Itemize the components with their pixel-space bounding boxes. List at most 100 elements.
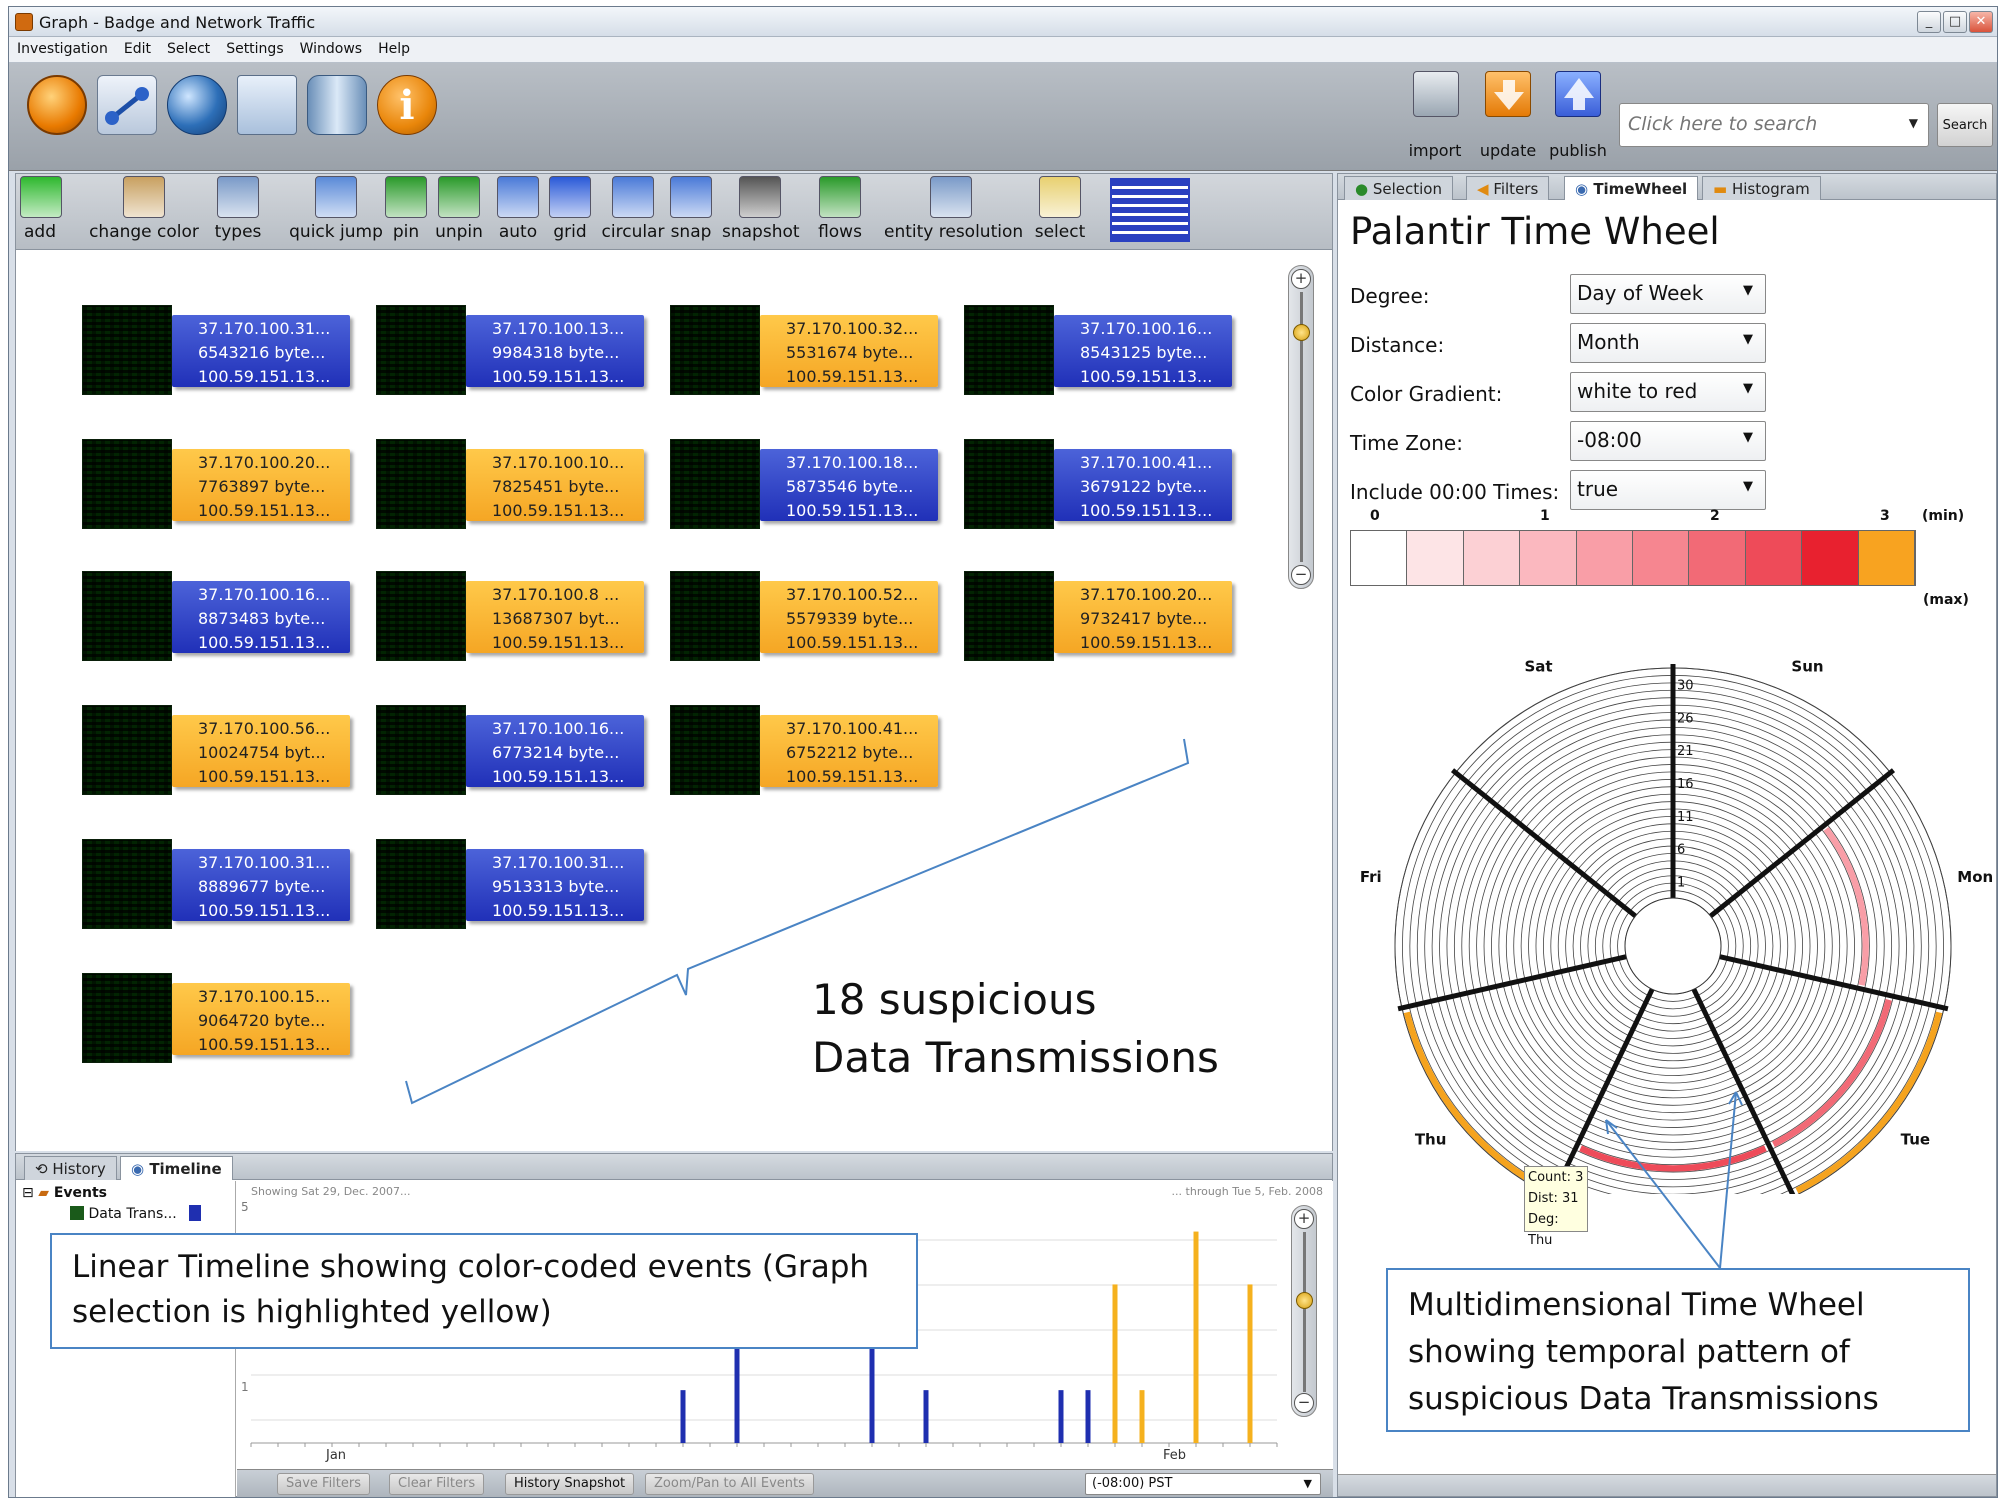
graph-node[interactable]: 37.170.100.31...6543216 byte...100.59.15… [82,305,350,395]
menu-windows[interactable]: Windows [299,41,363,57]
node-label: 37.170.100.31...9513313 byte...100.59.15… [466,849,644,921]
search-box: ▼ [1619,103,1929,147]
legend-cell [1745,531,1803,585]
database-icon[interactable] [307,75,367,135]
tool-add[interactable]: add [20,176,62,242]
wheel-day-divider [1550,988,1655,1194]
globe-icon[interactable] [167,75,227,135]
search-input[interactable] [1620,104,1890,144]
search-dropdown-arrow-icon[interactable]: ▼ [1908,116,1918,130]
menu-investigation[interactable]: Investigation [17,41,108,57]
graph-icon[interactable] [97,75,157,135]
prop-select[interactable]: true▼ [1570,470,1766,510]
graph-node[interactable]: 37.170.100.20...7763897 byte...100.59.15… [82,439,350,529]
collapse-icon[interactable]: ⊟ [22,1185,39,1201]
tool-types[interactable]: types [208,176,268,242]
graph-node[interactable]: 37.170.100.16...8543125 byte...100.59.15… [964,305,1232,395]
zoom-in-icon[interactable]: + [1291,269,1311,289]
maximize-button[interactable]: □ [1943,11,1967,33]
zoom-pan-all-events-button[interactable]: Zoom/Pan to All Events [645,1473,814,1495]
menu-settings[interactable]: Settings [226,41,284,57]
tool-snapshot[interactable]: snapshot [722,176,800,242]
history-snapshot-button[interactable]: History Snapshot [505,1473,635,1495]
wheel-radius-tick: 6 [1677,843,1685,858]
timeline-zoom-in-icon[interactable]: + [1294,1209,1314,1229]
save-filters-button[interactable]: Save Filters [277,1473,371,1495]
right-tab-bar: ● Selection ◀ Filters ◉ TimeWheel ▬ Hist… [1338,174,1996,200]
wheel-day-divider [1691,988,1796,1194]
graph-node[interactable]: 37.170.100.31...8889677 byte...100.59.15… [82,839,350,929]
tool-change-color[interactable]: change color [86,176,202,242]
minimize-button[interactable]: _ [1917,11,1941,33]
timeline-zoom-thumb[interactable] [1296,1292,1313,1309]
tool-circular[interactable]: circular [596,176,670,242]
graph-node[interactable]: 37.170.100.13...9984318 byte...100.59.15… [376,305,644,395]
wheel-event-arc [1403,1011,1551,1194]
graph-node[interactable]: 37.170.100.52...5579339 byte...100.59.15… [670,571,938,661]
tool-entity-resolution[interactable]: entity resolution [884,176,1023,242]
tool-grid[interactable]: grid [546,176,594,242]
graph-node[interactable]: 37.170.100.16...6773214 byte...100.59.15… [376,705,644,795]
tab-histogram[interactable]: ▬ Histogram [1702,176,1821,200]
publish-label[interactable]: publish [1549,141,1607,160]
prop-select[interactable]: white to red▼ [1570,372,1766,412]
palantir-logo-icon[interactable] [27,75,87,135]
publish-icon[interactable] [1555,71,1601,117]
tool-snap[interactable]: snap [666,176,716,242]
close-button[interactable]: ✕ [1969,11,1993,33]
tool-flows[interactable]: flows [812,176,868,242]
tab-timewheel[interactable]: ◉ TimeWheel [1564,176,1699,200]
events-root[interactable]: ⊟ ▰ Events [22,1185,108,1201]
browser-icon[interactable] [237,75,297,135]
clear-filters-button[interactable]: Clear Filters [389,1473,485,1495]
import-label[interactable]: import [1408,141,1462,160]
import-icon[interactable] [1413,71,1459,117]
tab-filters[interactable]: ◀ Filters [1466,176,1550,200]
zoom-out-icon[interactable]: − [1291,565,1311,585]
wheel-tooltip: Count: 3 Dist: 31 Deg: Thu [1524,1166,1588,1248]
graph-node[interactable]: 37.170.100.18...5873546 byte...100.59.15… [670,439,938,529]
horizontal-scrollbar[interactable] [1338,1474,1996,1496]
graph-node[interactable]: 37.170.100.41...6752212 byte...100.59.15… [670,705,938,795]
tab-selection[interactable]: ● Selection [1344,176,1453,200]
graph-node[interactable]: 37.170.100.8 ...13687307 byt...100.59.15… [376,571,644,661]
search-button[interactable]: Search [1937,103,1993,147]
tool-select[interactable]: select [1032,176,1088,242]
graph-node[interactable]: 37.170.100.31...9513313 byte...100.59.15… [376,839,644,929]
graph-zoom-slider[interactable]: + − [1288,265,1314,589]
tab-history[interactable]: ⟲ History [24,1156,117,1180]
graph-node[interactable]: 37.170.100.41...3679122 byte...100.59.15… [964,439,1232,529]
graph-node[interactable]: 37.170.100.10...7825451 byte...100.59.15… [376,439,644,529]
zoom-thumb[interactable] [1293,324,1310,341]
menu-help[interactable]: Help [378,41,411,57]
update-icon[interactable] [1485,71,1531,117]
timeline-zoom-out-icon[interactable]: − [1294,1393,1314,1413]
update-label[interactable]: update [1479,141,1537,160]
tab-timeline[interactable]: ◉ Timeline [120,1156,233,1180]
prop-select[interactable]: -08:00▼ [1570,421,1766,461]
tool-pin[interactable]: pin [384,176,428,242]
prop-select[interactable]: Month▼ [1570,323,1766,363]
graph-node[interactable]: 37.170.100.20...9732417 byte...100.59.15… [964,571,1232,661]
graph-node[interactable]: 37.170.100.16...8873483 byte...100.59.15… [82,571,350,661]
graph-node[interactable]: 37.170.100.15...9064720 byte...100.59.15… [82,973,350,1063]
data-transmission-icon [964,571,1054,661]
timeline-zoom-slider[interactable]: + − [1291,1205,1317,1417]
events-item-data-trans[interactable]: Data Trans... [70,1205,202,1222]
graph-node[interactable]: 37.170.100.32...5531674 byte...100.59.15… [670,305,938,395]
graph-canvas[interactable]: 37.170.100.31...6543216 byte...100.59.15… [16,251,1332,1151]
menu-select[interactable]: Select [166,41,211,57]
node-label: 37.170.100.15...9064720 byte...100.59.15… [172,983,350,1055]
menu-edit[interactable]: Edit [123,41,151,57]
time-wheel[interactable]: 161116212630SunMonTueWedThuFriSat [1338,594,1998,1194]
zoom-track [1300,292,1303,562]
layout-preview-icon[interactable] [1110,178,1190,242]
tool-auto[interactable]: auto [494,176,542,242]
tool-unpin[interactable]: unpin [432,176,486,242]
info-icon[interactable]: i [377,75,437,135]
graph-node[interactable]: 37.170.100.56...10024754 byt...100.59.15… [82,705,350,795]
prop-select[interactable]: Day of Week▼ [1570,274,1766,314]
tool-quick-jump[interactable]: quick jump [280,176,392,242]
timezone-select[interactable]: (-08:00) PST▼ [1085,1473,1321,1495]
quick-jump-icon [315,176,357,218]
